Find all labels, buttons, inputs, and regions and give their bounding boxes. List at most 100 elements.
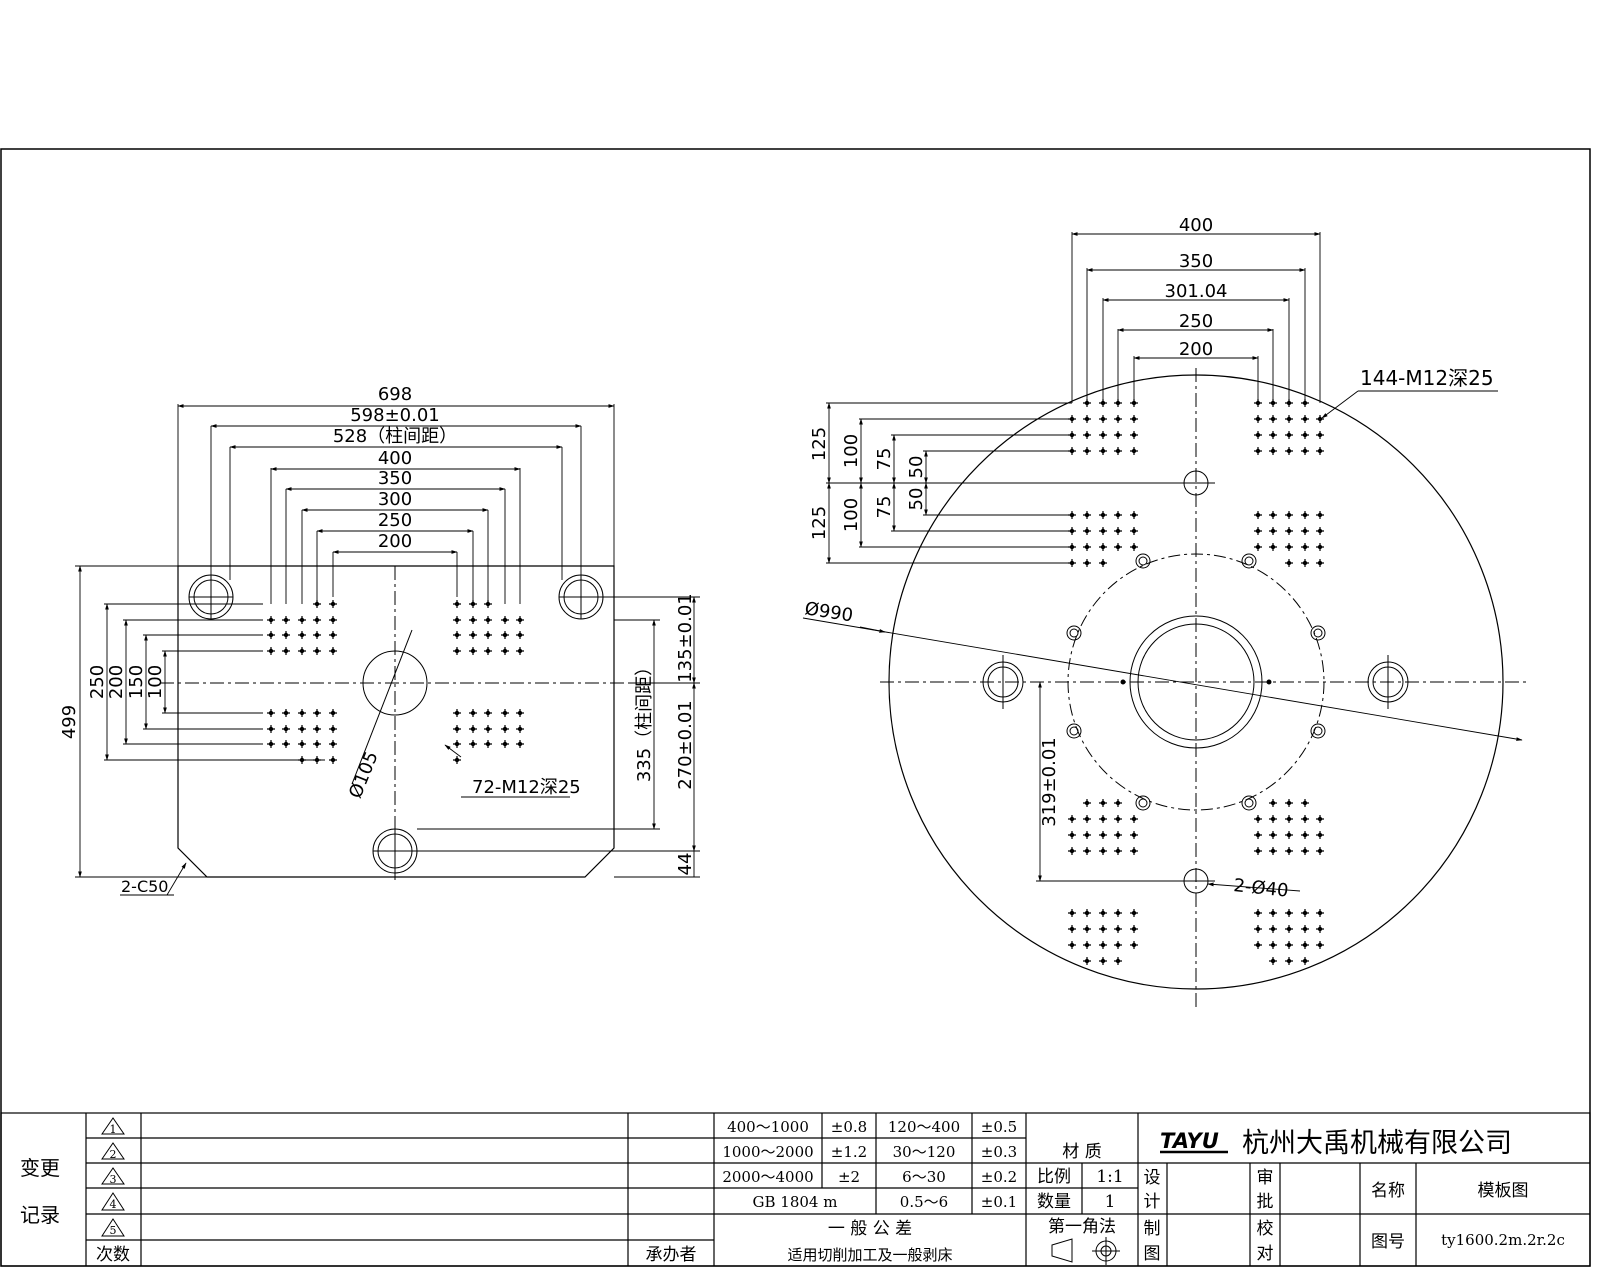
tapped-hole-dot: [485, 648, 491, 654]
tapped-hole-dot: [1302, 832, 1308, 838]
bolt-circle-holes: [1066, 553, 1326, 811]
tapped-hole-dot: [1302, 816, 1308, 822]
tapped-hole-dot: [502, 710, 508, 716]
tol-r2-c2: ±1.2: [831, 1143, 867, 1161]
tapped-hole-dot: [1302, 910, 1308, 916]
tapped-hole-dot: [330, 757, 336, 763]
dim-400: 400: [378, 448, 412, 469]
tapped-hole-dot: [1286, 416, 1292, 422]
tapped-hole-dot: [1100, 560, 1106, 566]
tapped-hole-dot: [1255, 848, 1261, 854]
tapped-hole-dot: [1100, 926, 1106, 932]
tapped-hole-dot: [1115, 432, 1121, 438]
tapped-hole-dot: [1084, 448, 1090, 454]
revision-triangles: [101, 1117, 125, 1237]
handler-label: 承办者: [646, 1245, 697, 1265]
tapped-hole-dot: [1100, 800, 1106, 806]
tapped-hole-dot: [502, 632, 508, 638]
tapped-hole-dot: [299, 648, 305, 654]
tapped-hole-dot: [1317, 848, 1323, 854]
tapped-hole-dot: [314, 710, 320, 716]
tapped-hole-dot: [1286, 942, 1292, 948]
tapped-hole-dot: [485, 632, 491, 638]
tapped-hole-dot: [1286, 544, 1292, 550]
tapped-hole-dot: [1302, 848, 1308, 854]
tapped-hole-dot: [1317, 432, 1323, 438]
tapped-hole-dot: [1302, 958, 1308, 964]
rev-mark-2: 2: [110, 1148, 117, 1161]
tapped-hole-dot: [330, 601, 336, 607]
tapped-hole-dot: [1302, 512, 1308, 518]
tapped-hole-dot: [1286, 432, 1292, 438]
material-label: 材 质: [1062, 1142, 1101, 1162]
rdim-left-50a: 50: [906, 456, 927, 479]
tapped-hole-dot: [1286, 910, 1292, 916]
projection-symbol: [1051, 1237, 1120, 1265]
tapped-hole-dot: [517, 617, 523, 623]
title-block: [0, 1112, 1591, 1267]
tapped-hole-dot: [1131, 528, 1137, 534]
tol-r3-c1: 2000～4000: [722, 1168, 813, 1186]
quantity-value: 1: [1105, 1192, 1116, 1212]
tapped-hole-dot: [1255, 544, 1261, 550]
dim-2-40: 2-Ø40: [1232, 875, 1289, 902]
right-dims-top: [1071, 232, 1321, 403]
tapped-hole-dot: [1131, 910, 1137, 916]
rdim-left-50b: 50: [906, 488, 927, 511]
tapped-hole-dot: [1100, 942, 1106, 948]
dim-250: 250: [378, 510, 412, 531]
tapped-hole-dot: [1286, 832, 1292, 838]
tapped-hole-dot: [1302, 560, 1308, 566]
tapped-hole-dot: [1100, 910, 1106, 916]
tapped-hole-dot: [1317, 560, 1323, 566]
tapped-hole-dot: [1115, 416, 1121, 422]
left-view: [160, 565, 630, 880]
tapped-hole-dot: [454, 601, 460, 607]
rev-mark-3: 3: [110, 1173, 117, 1186]
tapped-hole-dot: [1302, 544, 1308, 550]
tapped-hole-dot: [1317, 544, 1323, 550]
tol-r3-c4: ±0.2: [981, 1168, 1017, 1186]
tapped-hole-dot: [1302, 448, 1308, 454]
review-label-2: 批: [1257, 1192, 1274, 1212]
drawing-frame: [0, 148, 1591, 1267]
tapped-hole-dot: [1131, 416, 1137, 422]
tapped-hole-dot: [268, 617, 274, 623]
tapped-hole-dot: [1270, 432, 1276, 438]
dim-left-100: 100: [145, 665, 166, 699]
tol-r1-c4: ±0.5: [981, 1118, 1017, 1136]
tapped-hole-dot: [1115, 816, 1121, 822]
draw-label-2: 图: [1144, 1244, 1161, 1264]
dim-300: 300: [378, 489, 412, 510]
tapped-hole-dot: [1255, 926, 1261, 932]
tapped-hole-dot: [1270, 528, 1276, 534]
tapped-hole-dot: [1084, 848, 1090, 854]
tapped-hole-dot: [1255, 416, 1261, 422]
tapped-hole-dot: [1100, 416, 1106, 422]
tapped-hole-dot: [1069, 848, 1075, 854]
tapped-hole-dot: [1084, 958, 1090, 964]
tapped-hole-dot: [502, 648, 508, 654]
tapped-hole-dot: [1317, 512, 1323, 518]
right-tapped-holes: [1068, 399, 1324, 965]
tapped-hole-dot: [470, 741, 476, 747]
tapped-hole-dot: [268, 648, 274, 654]
tapped-hole-dot: [1084, 942, 1090, 948]
rdim-200: 200: [1179, 339, 1213, 360]
tapped-hole-dot: [1255, 448, 1261, 454]
tapped-hole-dot: [1317, 926, 1323, 932]
right-dims-bottom: [1036, 681, 1301, 892]
tapped-hole-dot: [283, 632, 289, 638]
right-dims-left: [826, 402, 1180, 564]
draw-label-1: 制: [1144, 1219, 1161, 1239]
tapped-hole-dot: [1131, 432, 1137, 438]
tapped-hole-dot: [1100, 832, 1106, 838]
tapped-hole-dot: [1084, 910, 1090, 916]
rdim-250: 250: [1179, 311, 1213, 332]
dim-135: 135±0.01: [675, 593, 696, 683]
rdim-350: 350: [1179, 251, 1213, 272]
tapped-hole-dot: [502, 726, 508, 732]
tapped-hole-dot: [1270, 512, 1276, 518]
tapped-hole-dot: [517, 632, 523, 638]
tapped-holes-label-left: 72-M12深25: [472, 777, 581, 798]
